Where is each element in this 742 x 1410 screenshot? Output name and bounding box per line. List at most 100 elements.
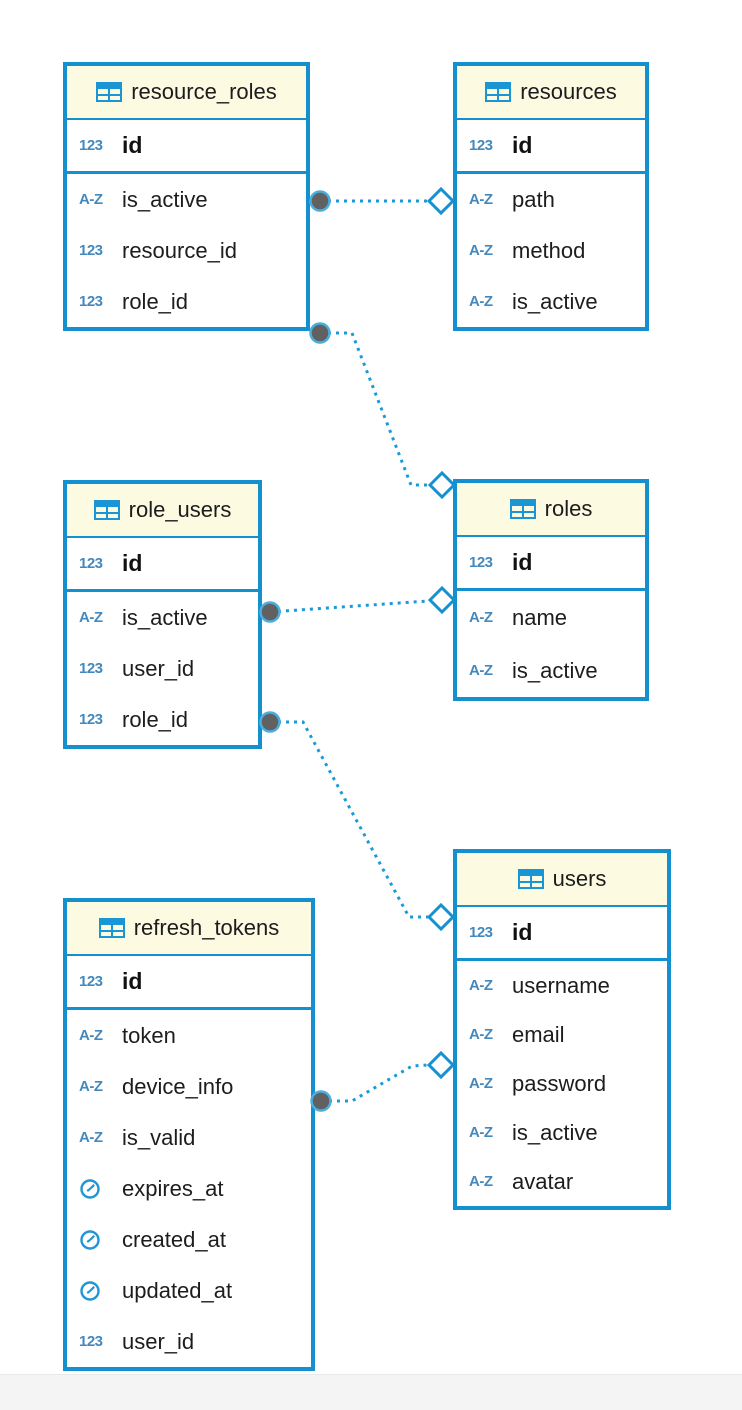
table-header-resources[interactable]: resources bbox=[457, 66, 645, 120]
table-title: resources bbox=[520, 79, 617, 104]
column-row[interactable]: 123 resource_id bbox=[67, 225, 306, 276]
table-header-roles[interactable]: roles bbox=[457, 483, 645, 537]
text-type-icon: A-Z bbox=[469, 1075, 493, 1092]
column-row[interactable]: A-Z device_info bbox=[67, 1061, 311, 1112]
column-name: token bbox=[122, 1022, 176, 1048]
column-row[interactable]: A-Z avatar bbox=[457, 1157, 667, 1206]
text-type-icon: A-Z bbox=[79, 1078, 103, 1095]
table-grid-icon bbox=[509, 499, 536, 519]
relation-role-users-roles[interactable] bbox=[259, 585, 457, 623]
table-refresh-tokens[interactable]: refresh_tokens 123 id A-Z token A-Z devi… bbox=[63, 898, 315, 1371]
table-grid-icon bbox=[485, 82, 512, 102]
table-header-users[interactable]: users bbox=[457, 853, 667, 907]
table-header-refresh-tokens[interactable]: refresh_tokens bbox=[67, 902, 311, 956]
column-name: role_id bbox=[122, 706, 189, 732]
table-roles[interactable]: roles 123 id A-Z name A-Z is_active bbox=[453, 479, 649, 701]
text-type-icon: A-Z bbox=[79, 1129, 103, 1146]
relation-resource-roles-resources[interactable] bbox=[309, 186, 456, 216]
column-row[interactable]: 123 id bbox=[457, 537, 645, 591]
column-name: is_active bbox=[122, 604, 208, 630]
column-name: role_id bbox=[122, 288, 189, 314]
table-grid-icon bbox=[517, 869, 544, 889]
numeric-type-icon: 123 bbox=[79, 293, 103, 310]
table-role-users[interactable]: role_users 123 id A-Z is_active 123 user… bbox=[63, 480, 262, 749]
column-name: device_info bbox=[122, 1073, 234, 1099]
column-row[interactable]: 123 id bbox=[67, 956, 311, 1010]
column-row[interactable]: A-Z method bbox=[457, 225, 645, 276]
column-name: email bbox=[512, 1021, 565, 1047]
column-name: avatar bbox=[512, 1168, 574, 1194]
column-row[interactable]: 123 role_id bbox=[67, 694, 258, 745]
text-type-icon: A-Z bbox=[469, 977, 493, 994]
canvas-bottom-strip bbox=[0, 1374, 742, 1410]
column-row[interactable]: 123 id bbox=[457, 907, 667, 961]
column-row[interactable]: 123 id bbox=[67, 538, 258, 592]
column-name: is_active bbox=[122, 186, 208, 212]
column-row[interactable]: A-Z password bbox=[457, 1059, 667, 1108]
column-name: id bbox=[122, 132, 143, 158]
column-row[interactable]: A-Z email bbox=[457, 1010, 667, 1059]
column-name: id bbox=[512, 919, 533, 945]
column-row[interactable]: A-Z is_active bbox=[67, 174, 306, 225]
column-name: method bbox=[512, 237, 586, 263]
column-row[interactable]: A-Z is_active bbox=[457, 644, 645, 697]
column-row[interactable]: A-Z is_valid bbox=[67, 1112, 311, 1163]
column-name: updated_at bbox=[122, 1277, 233, 1303]
numeric-type-icon: 123 bbox=[79, 660, 103, 677]
table-header-role-users[interactable]: role_users bbox=[67, 484, 258, 538]
table-title: resource_roles bbox=[131, 79, 277, 104]
column-row[interactable]: A-Z name bbox=[457, 591, 645, 644]
numeric-type-icon: 123 bbox=[79, 555, 103, 572]
column-name: name bbox=[512, 604, 568, 630]
column-row[interactable]: created_at bbox=[67, 1214, 311, 1265]
column-row[interactable]: 123 user_id bbox=[67, 1316, 311, 1367]
column-row[interactable]: A-Z token bbox=[67, 1010, 311, 1061]
table-resources[interactable]: resources 123 id A-Z path A-Z method A-Z… bbox=[453, 62, 649, 331]
column-row[interactable]: A-Z is_active bbox=[457, 1108, 667, 1157]
relation-refresh-tokens-users[interactable] bbox=[310, 1050, 456, 1112]
numeric-type-icon: 123 bbox=[79, 242, 103, 259]
column-name: username bbox=[512, 972, 610, 998]
column-name: path bbox=[512, 186, 555, 212]
column-name: is_active bbox=[512, 288, 598, 314]
column-row[interactable]: 123 id bbox=[457, 120, 645, 174]
text-type-icon: A-Z bbox=[469, 662, 493, 679]
numeric-type-icon: 123 bbox=[79, 711, 103, 728]
text-type-icon: A-Z bbox=[469, 242, 493, 259]
column-row[interactable]: A-Z path bbox=[457, 174, 645, 225]
column-name: id bbox=[122, 968, 143, 994]
column-name: created_at bbox=[122, 1226, 226, 1252]
table-resource-roles[interactable]: resource_roles 123 id A-Z is_active 123 … bbox=[63, 62, 310, 331]
table-grid-icon bbox=[98, 918, 125, 938]
table-header-resource-roles[interactable]: resource_roles bbox=[67, 66, 306, 120]
text-type-icon: A-Z bbox=[469, 1124, 493, 1141]
clock-icon bbox=[79, 1280, 113, 1302]
column-name: is_active bbox=[512, 657, 598, 683]
column-row[interactable]: A-Z is_active bbox=[457, 276, 645, 327]
numeric-type-icon: 123 bbox=[469, 137, 493, 154]
table-title: refresh_tokens bbox=[133, 915, 280, 940]
relation-role-users-users[interactable] bbox=[259, 711, 456, 932]
column-name: user_id bbox=[122, 655, 195, 681]
numeric-type-icon: 123 bbox=[469, 924, 493, 941]
column-row[interactable]: 123 role_id bbox=[67, 276, 306, 327]
column-row[interactable]: A-Z username bbox=[457, 961, 667, 1010]
column-name: is_active bbox=[512, 1119, 598, 1145]
column-row[interactable]: A-Z is_active bbox=[67, 592, 258, 643]
table-users[interactable]: users 123 id A-Z username A-Z email A-Z … bbox=[453, 849, 671, 1210]
clock-icon bbox=[79, 1229, 113, 1251]
relation-resource-roles-roles[interactable] bbox=[309, 322, 457, 500]
column-row[interactable]: updated_at bbox=[67, 1265, 311, 1316]
text-type-icon: A-Z bbox=[469, 191, 493, 208]
column-name: id bbox=[512, 132, 533, 158]
column-name: expires_at bbox=[122, 1175, 224, 1201]
table-title: users bbox=[552, 866, 607, 891]
column-row[interactable]: 123 id bbox=[67, 120, 306, 174]
table-grid-icon bbox=[96, 82, 123, 102]
column-name: id bbox=[512, 549, 533, 575]
table-grid-icon bbox=[93, 500, 120, 520]
column-row[interactable]: 123 user_id bbox=[67, 643, 258, 694]
column-row[interactable]: expires_at bbox=[67, 1163, 311, 1214]
table-title: role_users bbox=[128, 497, 232, 522]
column-name: password bbox=[512, 1070, 607, 1096]
